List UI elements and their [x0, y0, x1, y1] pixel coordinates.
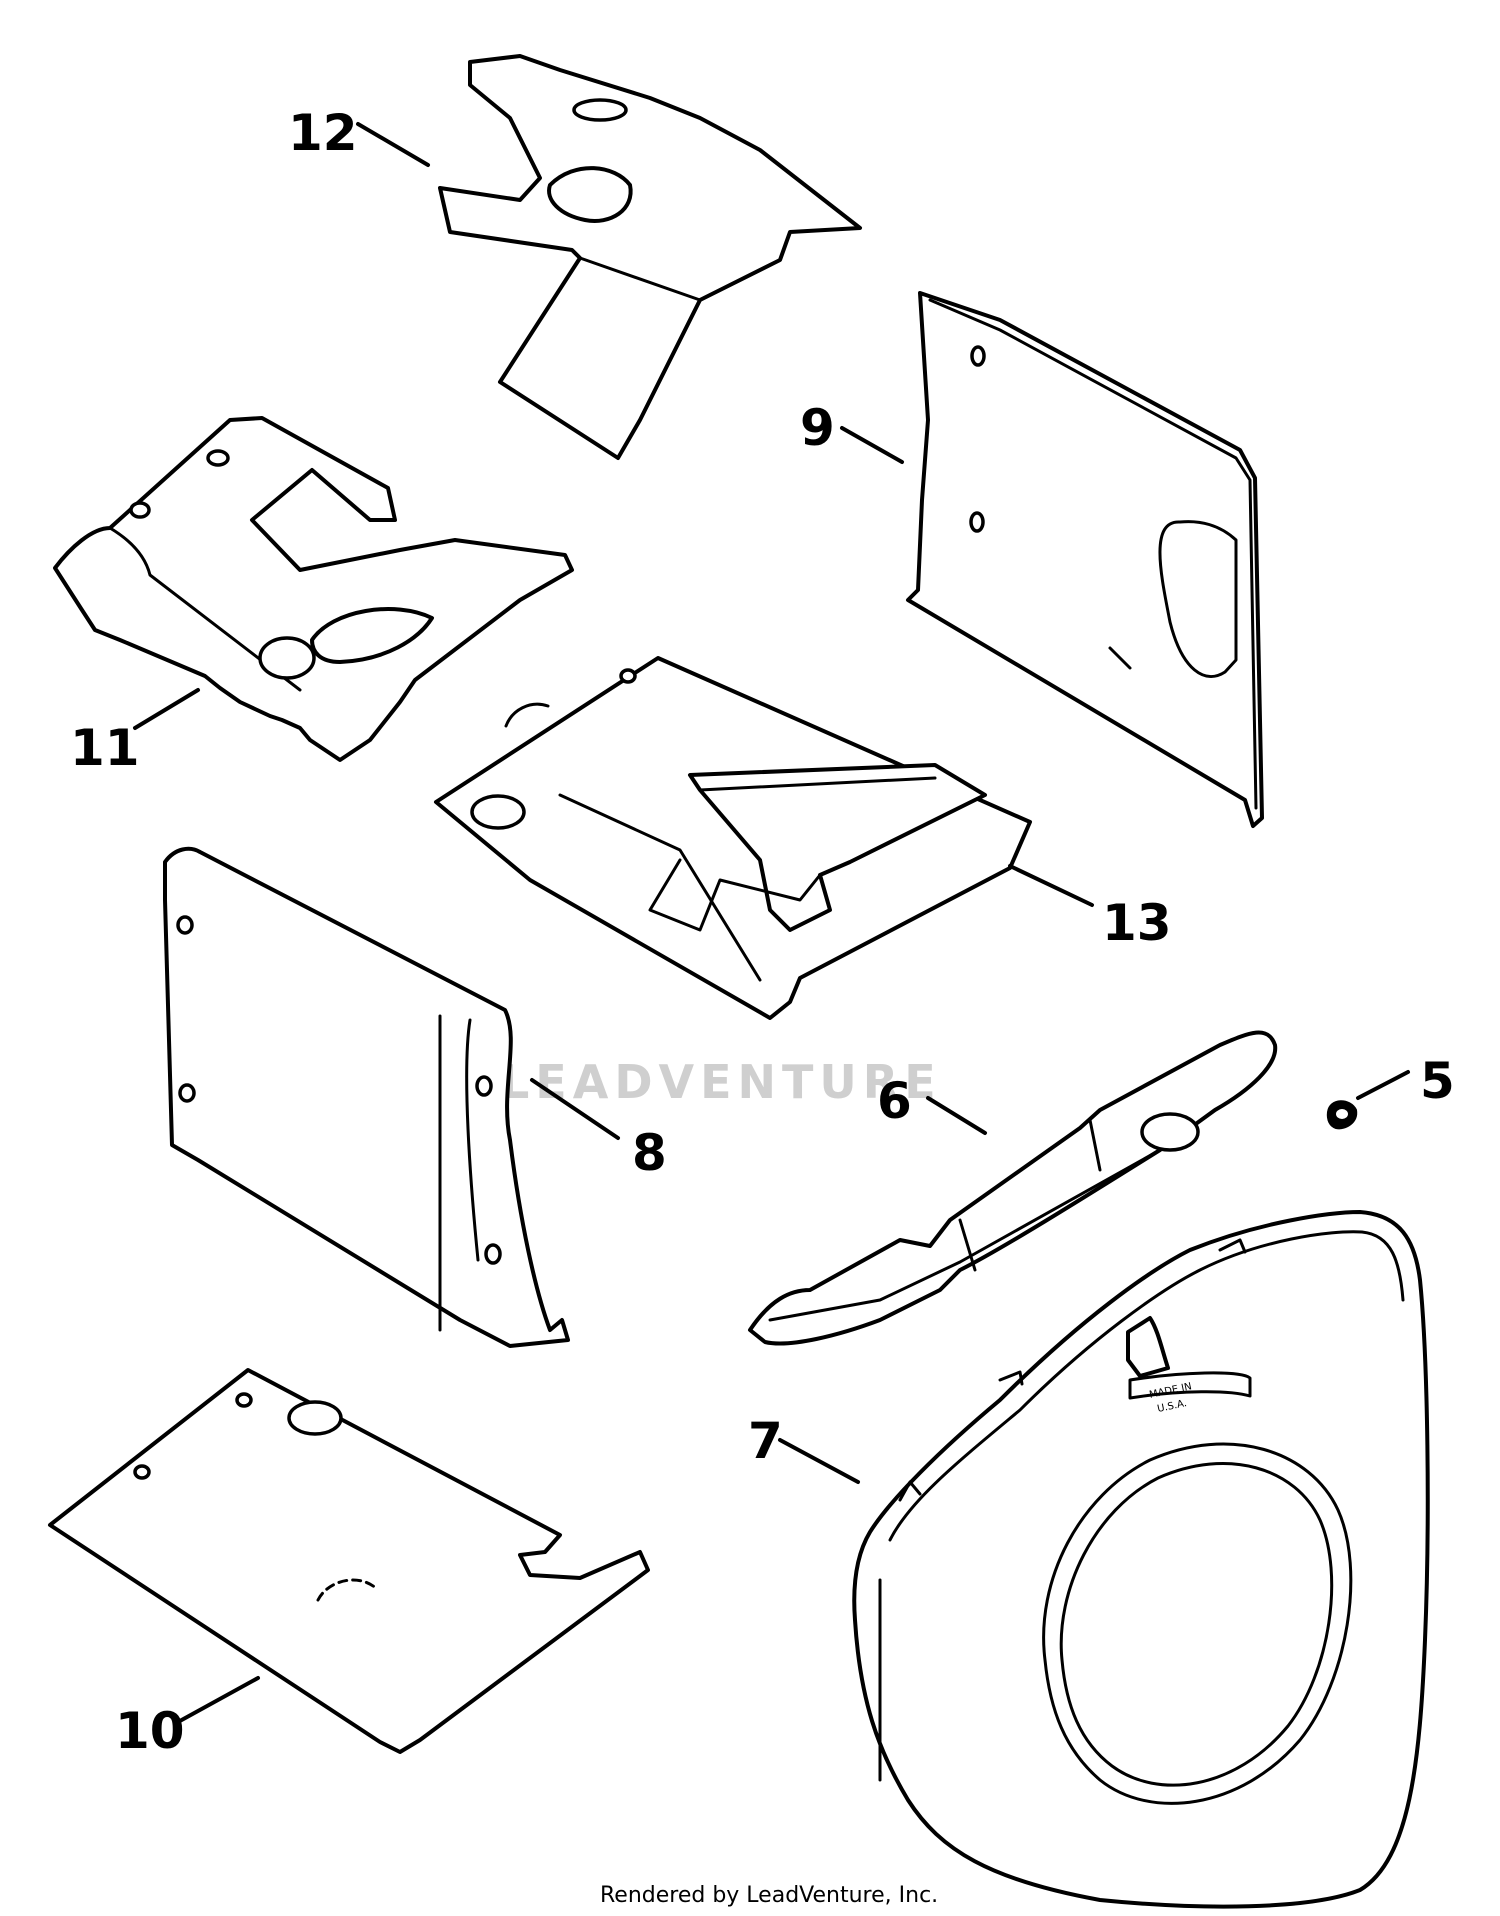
callout-9: 9: [800, 399, 835, 457]
render-credit: Rendered by LeadVenture, Inc.: [600, 1883, 938, 1908]
part-7-blower-housing: MADE IN U.S.A.: [852, 1210, 1430, 1909]
callout-7: 7: [748, 1412, 783, 1470]
callout-11: 11: [70, 719, 140, 777]
part-8-front-panel: [163, 846, 570, 1348]
callout-6: 6: [877, 1072, 912, 1130]
part-10-bottom-plate: [48, 1368, 650, 1754]
callout-5: 5: [1420, 1052, 1455, 1110]
callout-13: 13: [1102, 894, 1172, 952]
leader-lines: [133, 122, 1410, 1724]
part-12-baffle: [438, 54, 862, 460]
part-13-base-plate: [434, 656, 1032, 1020]
callout-10: 10: [115, 1702, 185, 1760]
part-5-nut: [1326, 1100, 1358, 1130]
part-6-retainer: [748, 1030, 1278, 1346]
part-11-shroud: [53, 416, 574, 762]
part-9-side-plate: [906, 291, 1264, 828]
callout-12: 12: [288, 104, 358, 162]
watermark: LEADVENTURE: [500, 1055, 942, 1109]
callout-8: 8: [632, 1124, 667, 1182]
